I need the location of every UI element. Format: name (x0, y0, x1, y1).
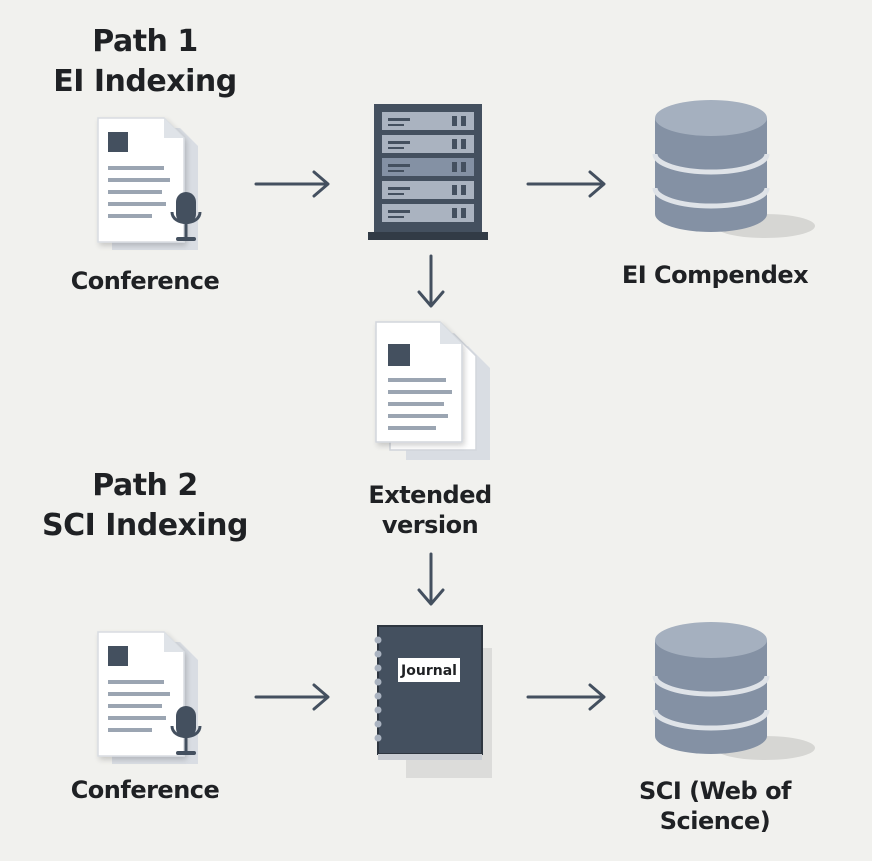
journal-icon: Journal (374, 625, 492, 778)
path1-title: Path 1 EI Indexing (40, 22, 250, 102)
path1-title-line2: EI Indexing (53, 64, 237, 99)
arrow-conference2-to-journal (254, 683, 330, 711)
path2-title-line1: Path 2 (92, 468, 198, 503)
extended-version-line1: Extended (368, 481, 492, 509)
arrow-server-to-ei (526, 170, 606, 198)
microphone-icon-2 (170, 706, 202, 755)
path2-title: Path 2 SCI Indexing (40, 466, 250, 546)
ei-compendex-label: EI Compendex (621, 261, 809, 289)
extended-version-label: Extended version (330, 480, 530, 540)
extended-version-icon (375, 321, 490, 460)
conference-2-icon (97, 631, 202, 764)
arrow-server-to-extended (417, 254, 445, 308)
conference-label-2: Conference (70, 776, 220, 804)
sci-label-line2: Science) (659, 807, 771, 835)
extended-version-line2: version (381, 511, 479, 539)
path2-title-line2: SCI Indexing (41, 508, 249, 543)
conference-1-icon (97, 117, 202, 250)
path1-title-line1: Path 1 (92, 24, 198, 59)
conference-label-1: Conference (70, 267, 220, 295)
sci-label-line1: SCI (Web of (638, 777, 792, 805)
ei-database-icon (652, 100, 815, 238)
sci-database-icon (652, 622, 815, 760)
arrow-journal-to-sci (526, 683, 606, 711)
server-rack-icon (368, 104, 488, 240)
arrow-conference1-to-server (254, 170, 330, 198)
sci-label: SCI (Web of Science) (600, 776, 830, 836)
arrow-extended-to-journal (417, 552, 445, 606)
journal-tag-label: Journal (400, 663, 457, 679)
microphone-icon-1 (170, 192, 202, 241)
